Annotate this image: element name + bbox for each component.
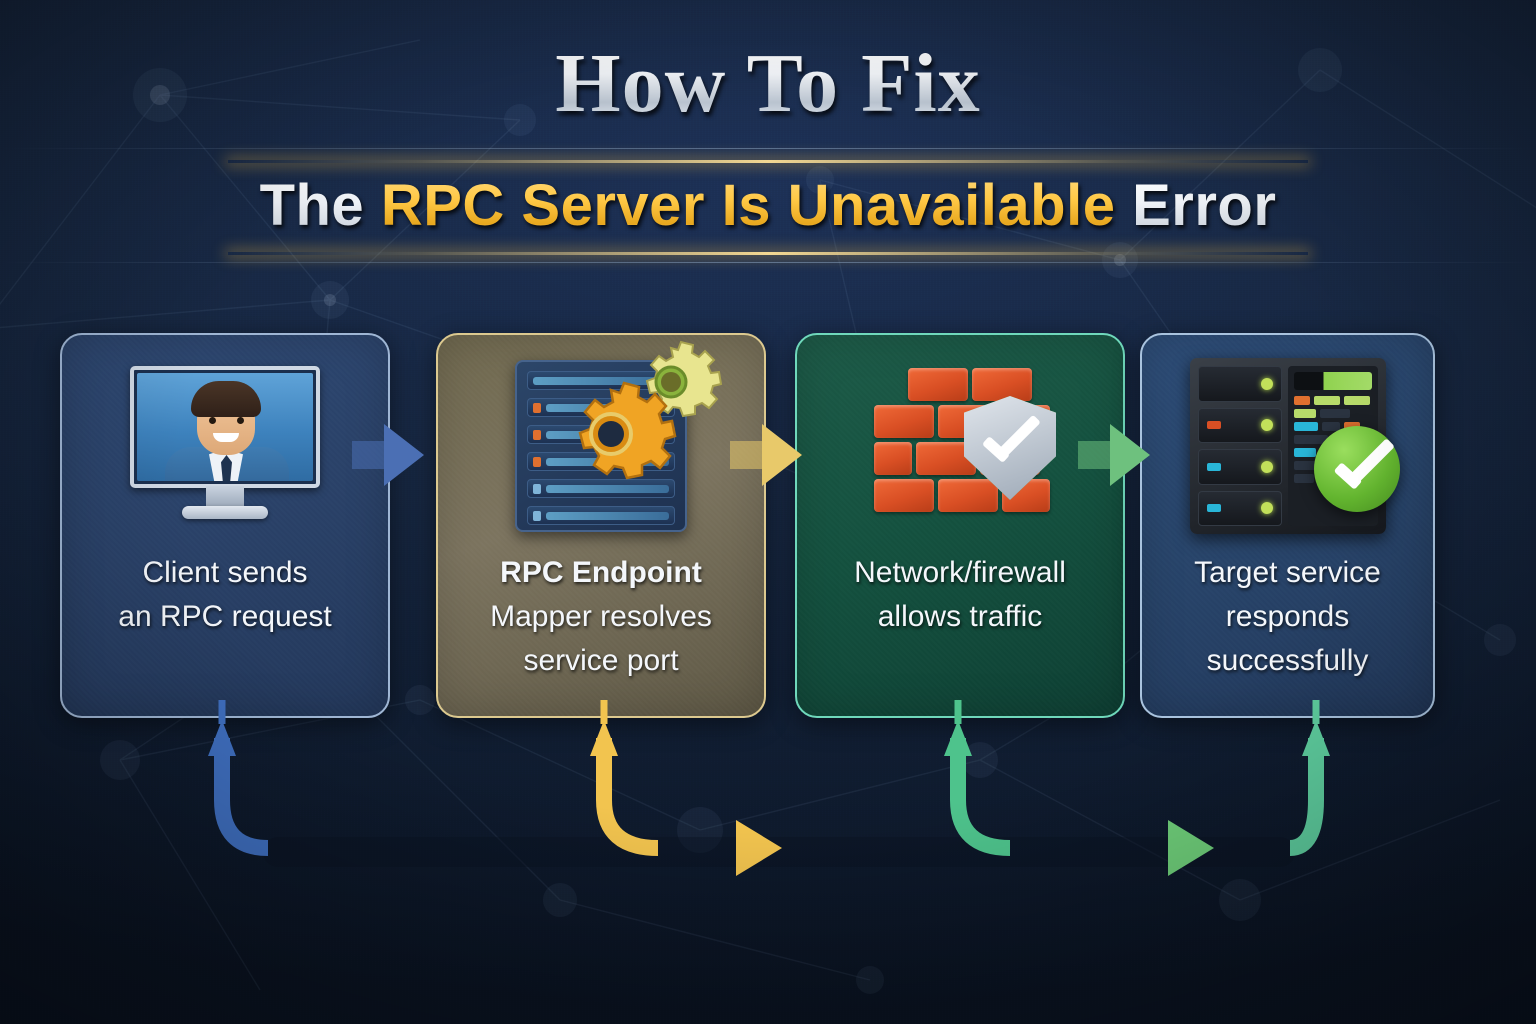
- step-caption-4: Target service responds successfully: [1194, 556, 1381, 677]
- title-divider-lower: [228, 252, 1308, 255]
- gears-icon: [578, 340, 723, 480]
- arrow-step3-to-step4-icon: [1078, 424, 1150, 486]
- step-card-client[interactable]: Client sends an RPC request: [60, 333, 390, 718]
- firewall-brickwall-shield-icon: [797, 351, 1123, 541]
- arrow-step2-to-step3-icon: [730, 424, 802, 486]
- success-check-badge-icon: [1313, 426, 1400, 512]
- arrow-step1-to-step2-icon: [352, 424, 424, 486]
- server-cabinet-check-icon: [1142, 351, 1433, 541]
- page-title-line2: The RPC Server Is Unavailable Error: [0, 176, 1536, 236]
- title-part-error: Error: [1115, 173, 1277, 238]
- step-caption-1: Client sends an RPC request: [118, 556, 332, 633]
- title-block: How To Fix: [0, 42, 1536, 126]
- flow-return-rail: [0, 700, 1536, 900]
- step-card-endpoint-mapper[interactable]: RPC Endpoint Mapper resolves service por…: [436, 333, 766, 718]
- page-title-line1: How To Fix: [555, 37, 981, 130]
- title-hairline-top: [0, 148, 1536, 149]
- step-card-firewall[interactable]: Network/firewall allows traffic: [795, 333, 1125, 718]
- title-divider-upper: [228, 160, 1308, 163]
- title-part-the: The: [259, 173, 381, 238]
- server-rack-gears-icon: [438, 340, 764, 541]
- step-card-target-service[interactable]: Target service responds successfully: [1140, 333, 1435, 718]
- title-hairline-bottom: [0, 262, 1536, 263]
- step-caption-2: RPC Endpoint Mapper resolves service por…: [490, 556, 712, 677]
- title-part-rpc-highlight: RPC Server Is Unavailable: [380, 173, 1116, 238]
- desktop-monitor-user-icon: [62, 351, 388, 541]
- step-caption-3: Network/firewall allows traffic: [854, 556, 1066, 633]
